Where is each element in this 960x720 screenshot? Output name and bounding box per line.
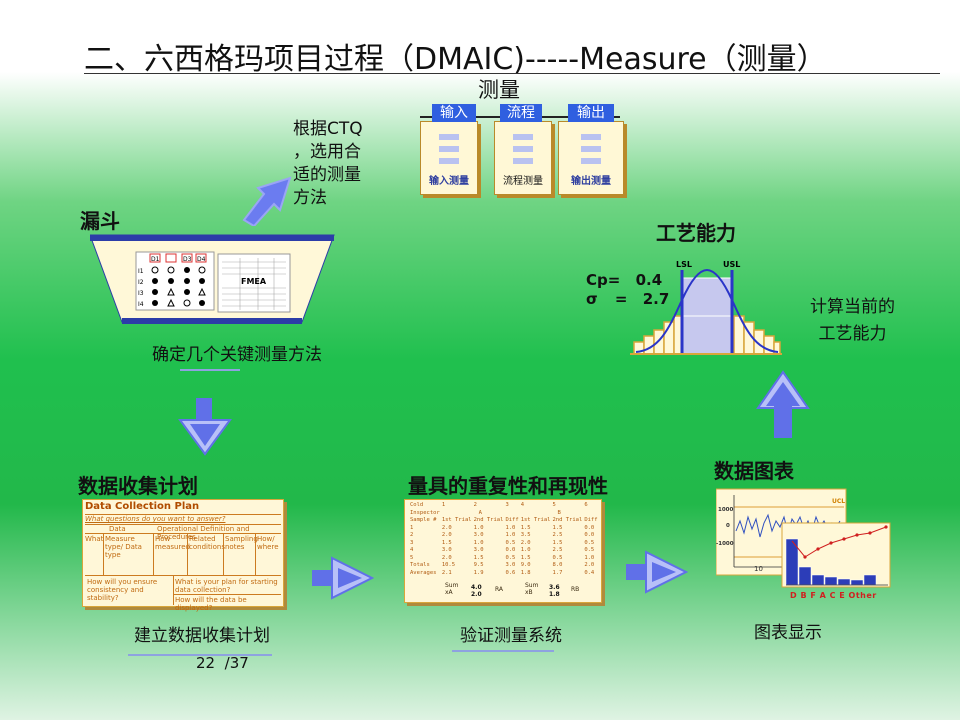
sigma-value: 2.7 [642,290,670,308]
funnel-heading: 漏斗 [80,209,120,233]
y-tick-1: 1000 [718,507,733,513]
funnel-graphic: D1 D3 D4 I1 I2 I3 I4 FMEA [90,234,335,324]
charts-caption: 图表显示 [754,623,822,643]
pointer-arrow-icon [242,176,292,226]
fmea-label: FMEA [241,277,267,286]
data-plan-q-plan: What is your plan for starting data coll… [175,578,278,594]
right-arrow-icon [312,556,374,600]
data-plan-sub-related: Related conditions [189,535,226,551]
data-plan-sub-what: What [85,535,104,543]
data-plan-col-data: Data [109,525,126,533]
gauge-ra: RA [495,586,504,593]
down-arrow-icon [178,398,232,456]
gauge-caption: 验证测量系统 [460,626,562,646]
data-plan-doc-title: Data Collection Plan [85,501,200,512]
funnel-caption: 确定几个关键测量方法 [152,345,322,365]
matrix-col-3: D4 [197,256,206,263]
charts-heading: 数据图表 [714,459,794,483]
cp-value: 0.4 [635,271,663,289]
sigma-row: σ = 2.7 [586,290,669,308]
gauge-heading: 量具的重复性和再现性 [408,474,608,498]
output-card: 输出测量 [558,121,624,195]
usl-label: USL [723,260,740,269]
output-tag: 输出 [568,104,614,122]
data-plan-q-ensure: How will you ensure consistency and stab… [87,578,158,602]
output-card-label: 输出测量 [571,176,611,187]
input-card-label: 输入测量 [429,176,469,187]
data-plan-col-op: Operational Definition and Procedures [157,525,250,541]
data-plan-caption-rule [128,654,272,656]
data-plan-sub-sampling: Sampling notes [225,535,258,551]
data-plan-q-display: How will the data be displayed? [175,596,247,612]
measure-heading: 测量 [478,78,520,102]
slide-title: 二、六西格玛项目过程（DMAIC)-----Measure（测量） [84,42,827,77]
lsl-label: LSL [676,260,692,269]
capability-note: 计算当前的 工艺能力 [810,297,895,344]
funnel-caption-rule [180,369,240,371]
data-plan-sub-measure: Measure type/ Data type [105,535,142,559]
ucl-label: UCL [832,498,845,505]
data-plan-question: What questions do you want to answer? [85,515,226,523]
process-tag: 流程 [500,104,542,122]
capability-heading: 工艺能力 [656,221,736,245]
title-divider [84,73,940,74]
y-tick-3: -1000 [716,541,734,547]
matrix-row-2: I2 [138,279,144,286]
matrix-col-1: D1 [151,256,160,263]
process-card-label: 流程测量 [503,176,543,187]
process-card: 流程测量 [494,121,552,195]
capability-histogram: LSL USL [630,260,782,355]
cp-label: Cp= [586,271,621,289]
matrix-row-3: I3 [138,290,144,297]
sigma-eq: = [614,290,628,308]
funnel-note: 根据CTQ ，选用合 适的测量 方法 [293,119,363,208]
matrix-col-2: D3 [183,256,192,263]
matrix-row-4: I4 [138,301,144,308]
gauge-caption-rule [452,650,554,652]
right-arrow-icon [626,550,688,594]
matrix-row-1: I1 [138,268,144,275]
cp-row: Cp= 0.4 [586,271,662,289]
sigma-label: σ [586,290,598,308]
input-tag: 输入 [432,104,476,122]
charts-graphic: UCL 1000 0 -1000 10 [716,488,891,588]
data-plan-sub-howwhere: How/ where [257,535,279,551]
x-tick: 10 [754,565,763,573]
pareto-categories: D B F A C E Other [790,591,877,600]
input-card: 输入测量 [420,121,478,195]
page-number: 22 /37 [196,654,249,672]
data-plan-heading: 数据收集计划 [78,474,198,498]
data-plan-doc: Data Collection Plan What questions do y… [82,499,284,612]
data-plan-caption: 建立数据收集计划 [134,626,270,646]
data-plan-sub-how: How measured [155,535,190,551]
up-arrow-icon [756,370,810,438]
gauge-rb: RB [571,586,580,593]
y-tick-2: 0 [726,523,730,529]
